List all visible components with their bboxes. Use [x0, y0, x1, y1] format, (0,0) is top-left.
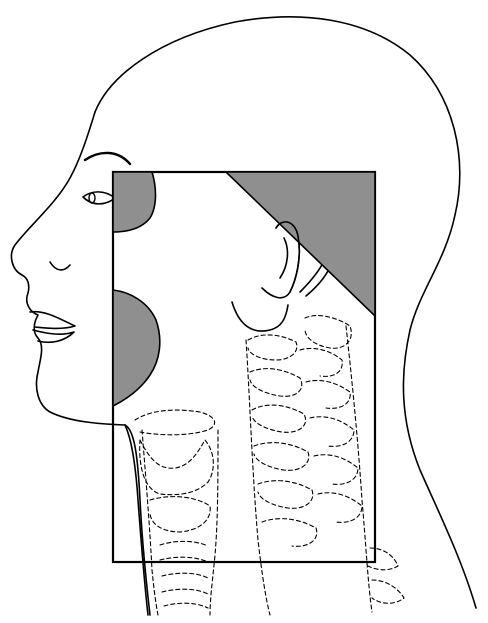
vertebra	[248, 335, 297, 360]
nostril-line	[50, 262, 70, 270]
hyoid	[135, 410, 215, 435]
trachea-ring	[164, 603, 208, 608]
cervical-spine	[246, 316, 404, 615]
vertebra-lower	[368, 548, 398, 570]
mandible-angle	[232, 302, 288, 331]
mouth-block	[113, 290, 160, 406]
vertebra	[250, 369, 302, 397]
vertebra	[300, 348, 342, 376]
trachea-ring	[162, 573, 208, 578]
trachea-ring	[162, 589, 208, 594]
vertebra	[318, 493, 362, 523]
trachea-posterior	[210, 430, 218, 615]
vertebra-lower	[372, 580, 404, 603]
spine-anterior-line	[246, 340, 270, 615]
posterior-corner-block	[226, 172, 375, 316]
vertebra	[306, 380, 350, 408]
thyroid-cartilage	[140, 440, 214, 495]
orbit-block	[113, 172, 156, 232]
vertebra	[305, 316, 351, 349]
ear-inner	[280, 238, 287, 278]
vertebra	[252, 405, 306, 432]
vertebra	[258, 481, 313, 509]
trachea-ring	[160, 541, 208, 546]
eye-outline	[83, 192, 115, 204]
eyebrow	[85, 153, 130, 164]
eye-pupil	[89, 193, 95, 203]
vertebra	[262, 519, 317, 547]
vertebra	[254, 443, 309, 471]
cricoid	[150, 497, 210, 532]
spine-posterior-line	[346, 326, 372, 612]
vertebra	[314, 455, 358, 485]
vertebra	[310, 417, 354, 447]
